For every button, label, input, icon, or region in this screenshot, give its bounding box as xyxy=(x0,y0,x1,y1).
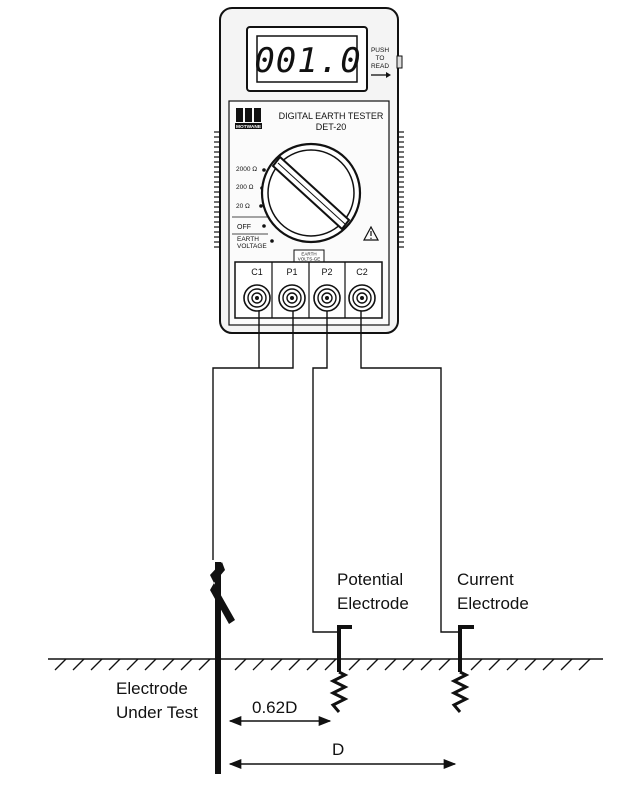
current-electrode-label-line-2: Electrode xyxy=(457,594,529,613)
wire-c2-to-current-electrode xyxy=(360,311,460,633)
earth-voltage-line-2: VOLTAGE xyxy=(237,243,267,250)
range-selector-knob[interactable] xyxy=(260,142,362,244)
test-leads xyxy=(212,311,460,633)
warning-icon xyxy=(362,225,380,241)
push-label-line-1: PUSH xyxy=(371,47,389,54)
push-label-line-3: READ xyxy=(371,63,389,70)
ground-surface xyxy=(48,658,603,671)
terminal-label-c1: C1 xyxy=(251,267,263,277)
range-label-2000: 2000 Ω xyxy=(236,166,257,173)
terminal-label-p1: P1 xyxy=(286,267,297,277)
dimension-label-0-62d: 0.62D xyxy=(252,698,297,717)
push-arrow-icon xyxy=(371,72,391,78)
earth-voltage-line-1: EARTH xyxy=(237,236,259,243)
electrode-under-test xyxy=(210,562,235,774)
meter-title: DIGITAL EARTH TESTER xyxy=(279,111,384,121)
right-grip xyxy=(397,131,404,248)
wire-c1-p1-to-test-electrode xyxy=(212,311,294,560)
earth-tester-meter: 001.0 PUSH TO READ MOTWANE DIGITAL EARTH… xyxy=(214,7,404,334)
dimension-d: D xyxy=(228,740,457,770)
potential-electrode xyxy=(329,625,352,713)
terminal-p1-socket[interactable] xyxy=(278,284,306,312)
terminal-p2-socket[interactable] xyxy=(313,284,341,312)
range-label-200: 200 Ω xyxy=(236,184,254,191)
potential-electrode-label-line-1: Potential xyxy=(337,570,403,589)
left-grip xyxy=(214,131,221,248)
brand-name: MOTWANE xyxy=(236,124,262,130)
test-clamp xyxy=(210,562,235,624)
dimension-0-62d: 0.62D xyxy=(228,698,332,727)
lcd-screen xyxy=(256,35,358,83)
electrode-under-test-label-line-1: Electrode xyxy=(116,679,188,698)
current-electrode xyxy=(450,625,474,713)
range-label-20: 20 Ω xyxy=(236,203,250,210)
lcd-reading: 001.0 xyxy=(254,41,361,81)
brand-logo xyxy=(235,108,262,129)
electrode-under-test-label-line-2: Under Test xyxy=(116,703,198,722)
push-label-line-2: TO xyxy=(376,55,385,62)
earth-volts-tag-line-2: VOLTS-GE xyxy=(298,257,320,262)
meter-model: DET-20 xyxy=(316,122,347,132)
dimension-label-d: D xyxy=(332,740,344,759)
wire-p2-to-potential-electrode xyxy=(312,311,339,633)
potential-electrode-label-line-2: Electrode xyxy=(337,594,409,613)
off-label: OFF xyxy=(237,224,251,231)
current-electrode-label-line-1: Current xyxy=(457,570,514,589)
terminal-label-p2: P2 xyxy=(321,267,332,277)
terminal-c2-socket[interactable] xyxy=(348,284,376,312)
earth-volts-tag-line-1: EARTH xyxy=(301,252,316,257)
terminal-label-c2: C2 xyxy=(356,267,368,277)
terminal-c1-socket[interactable] xyxy=(243,284,271,312)
push-to-read-button[interactable] xyxy=(396,55,403,69)
